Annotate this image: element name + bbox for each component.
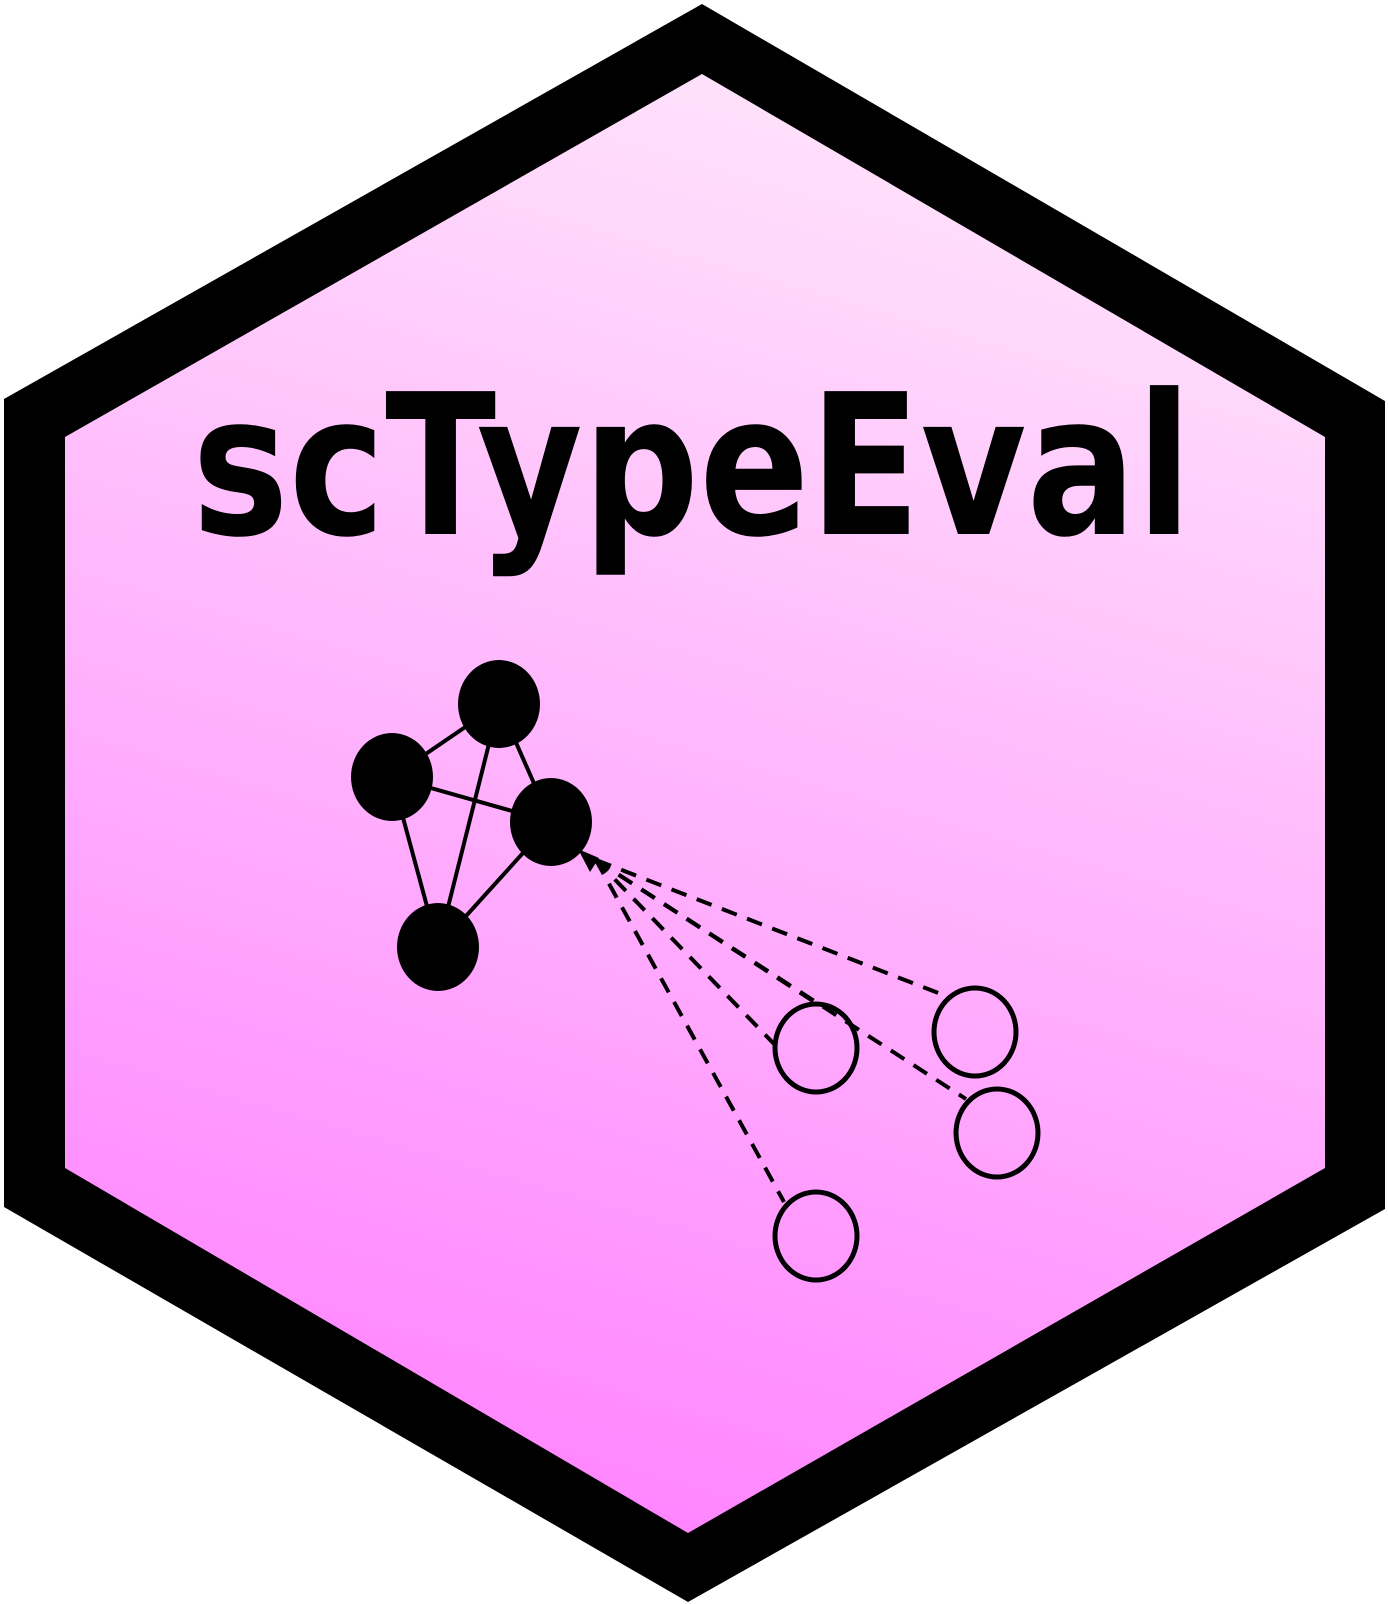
dashed-edge (594, 859, 786, 1203)
filled-node (351, 733, 433, 821)
filled-node (397, 903, 479, 991)
dashed-edges (594, 858, 968, 1203)
dashed-edge (595, 858, 947, 998)
filled-node (510, 778, 592, 866)
filled-nodes (351, 660, 592, 991)
logo-title: scTypeEval (192, 353, 1192, 581)
outline-node (953, 1086, 1041, 1180)
outline-nodes (772, 985, 1041, 1283)
network-graph-icon (351, 660, 1041, 1283)
hex-fill (65, 74, 1325, 1533)
filled-node (458, 660, 540, 748)
dashed-edge (594, 858, 968, 1101)
dashed-edge (594, 858, 779, 1049)
outline-node (772, 1001, 860, 1095)
outline-node (931, 985, 1019, 1079)
outline-node (772, 1189, 860, 1283)
edge-hub (578, 849, 599, 872)
